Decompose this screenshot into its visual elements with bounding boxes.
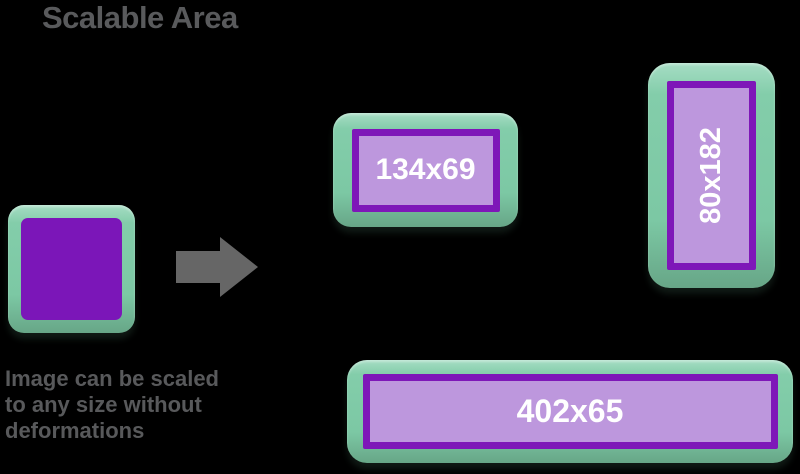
scaled-rect-80x182-label: 80x182 — [695, 127, 727, 224]
scaled-rect-80x182-inner: 80x182 — [667, 81, 756, 270]
page-title: Scalable Area — [42, 0, 238, 35]
original-square-fill — [21, 218, 122, 320]
caption-line-1: Image can be scaled — [5, 366, 219, 391]
scaled-rect-402x65-inner: 402x65 — [362, 374, 778, 449]
caption: Image can be scaled to any size without … — [5, 366, 255, 444]
scaled-rect-402x65-label: 402x65 — [516, 393, 624, 429]
scaled-rect-134x69-label: 134x69 — [375, 153, 476, 186]
scaled-rect-134x69-inner: 134x69 — [351, 128, 500, 212]
scaled-rect-134x69: 134x69 — [333, 113, 518, 227]
caption-line-3: deformations — [5, 418, 145, 443]
original-square — [8, 205, 135, 333]
scaled-rect-80x182: 80x182 — [648, 63, 775, 288]
scaled-rect-402x65: 402x65 — [347, 360, 793, 463]
right-arrow-icon — [176, 237, 258, 297]
caption-line-2: to any size without — [5, 392, 202, 417]
